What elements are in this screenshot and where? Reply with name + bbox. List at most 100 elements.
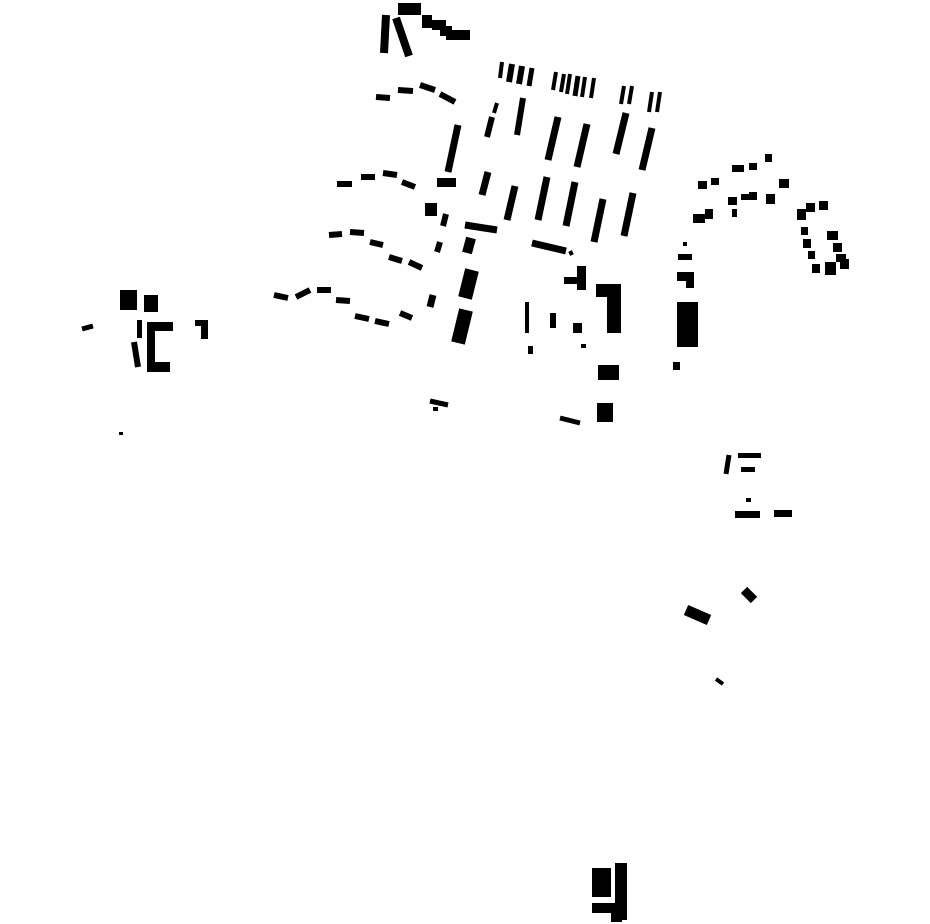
building-footprint: [686, 272, 694, 288]
building-footprint: [525, 302, 529, 333]
building-footprint: [568, 250, 574, 256]
building-footprint: [698, 181, 707, 189]
building-footprint: [577, 266, 586, 290]
building-footprint: [434, 241, 443, 253]
building-footprint: [573, 323, 582, 333]
building-footprint: [607, 284, 621, 333]
building-footprint: [673, 362, 680, 370]
building-footprint: [400, 179, 417, 190]
building-footprint: [833, 243, 842, 252]
building-footprint: [677, 302, 698, 347]
building-footprint: [592, 868, 611, 897]
building-footprint: [749, 163, 757, 170]
building-footprint: [201, 326, 208, 339]
building-footprint: [774, 510, 792, 517]
building-footprint: [827, 231, 838, 240]
building-footprint: [612, 112, 630, 155]
building-footprint: [478, 171, 492, 196]
building-footprint: [808, 251, 815, 259]
building-footprint: [779, 179, 789, 188]
building-footprint: [819, 201, 828, 210]
building-footprint: [419, 82, 436, 93]
building-footprint: [598, 365, 619, 380]
building-footprint: [677, 272, 693, 281]
building-footprint: [534, 176, 551, 221]
building-footprint: [732, 165, 744, 172]
building-footprint: [749, 192, 757, 200]
building-footprint: [840, 259, 849, 269]
building-footprint: [603, 403, 613, 410]
building-footprint: [550, 313, 556, 328]
building-footprint: [683, 604, 712, 626]
building-footprint: [619, 85, 626, 105]
building-footprint: [382, 170, 398, 178]
building-footprint: [565, 73, 572, 95]
building-footprint: [147, 362, 170, 372]
building-footprint: [559, 415, 581, 426]
building-footprint: [592, 903, 615, 913]
building-footprint: [458, 268, 479, 300]
building-footprint: [506, 63, 515, 83]
building-footprint: [573, 123, 591, 168]
building-footprint: [723, 454, 732, 475]
building-footprint: [741, 467, 755, 472]
building-footprint: [683, 242, 687, 246]
building-footprint: [147, 322, 155, 370]
building-footprint: [589, 77, 596, 99]
building-footprint: [349, 229, 365, 236]
building-footprint: [738, 453, 761, 458]
building-footprint: [137, 320, 142, 338]
building-footprint: [397, 87, 414, 94]
building-footprint: [705, 209, 713, 219]
building-footprint: [462, 236, 476, 255]
building-footprint: [433, 407, 438, 411]
building-footprint: [728, 197, 737, 205]
building-footprint: [746, 498, 751, 502]
building-footprint: [429, 398, 449, 408]
building-footprint: [711, 178, 719, 185]
building-footprint: [562, 181, 579, 227]
building-footprint: [273, 292, 289, 301]
building-footprint: [407, 259, 424, 271]
building-footprint: [195, 320, 208, 326]
building-footprint: [398, 310, 414, 321]
building-footprint: [655, 91, 662, 113]
building-footprint: [120, 290, 137, 310]
building-footprint: [422, 15, 432, 28]
building-footprint: [437, 178, 456, 187]
building-footprint: [451, 308, 473, 345]
building-footprint: [836, 254, 846, 262]
building-footprint: [714, 677, 725, 686]
building-footprint: [438, 91, 457, 105]
building-footprint: [825, 262, 836, 275]
building-footprint: [735, 511, 760, 518]
building-footprint: [531, 239, 567, 255]
building-footprint: [627, 85, 634, 105]
building-footprint: [131, 341, 141, 368]
building-footprint: [147, 322, 173, 331]
building-footprint: [516, 65, 525, 85]
building-footprint: [559, 73, 566, 93]
building-footprint: [615, 863, 627, 920]
building-footprint: [392, 16, 413, 58]
building-footprint: [335, 297, 351, 304]
building-footprint: [81, 323, 94, 332]
building-footprint: [806, 203, 815, 212]
building-footprint: [765, 154, 772, 162]
building-footprint: [498, 61, 504, 79]
building-footprint: [369, 239, 384, 248]
building-footprint: [492, 102, 499, 114]
building-footprint: [440, 213, 449, 227]
building-footprint: [503, 185, 519, 221]
building-footprint: [388, 254, 403, 264]
building-footprint: [693, 214, 705, 223]
building-footprint: [528, 346, 533, 354]
building-footprint: [812, 264, 820, 273]
building-footprint: [544, 116, 562, 161]
building-footprint: [572, 75, 581, 97]
building-footprint: [425, 203, 437, 216]
building-footprint: [590, 198, 607, 243]
building-footprint: [464, 221, 498, 234]
building-footprint: [564, 277, 584, 284]
building-footprint: [514, 97, 526, 136]
